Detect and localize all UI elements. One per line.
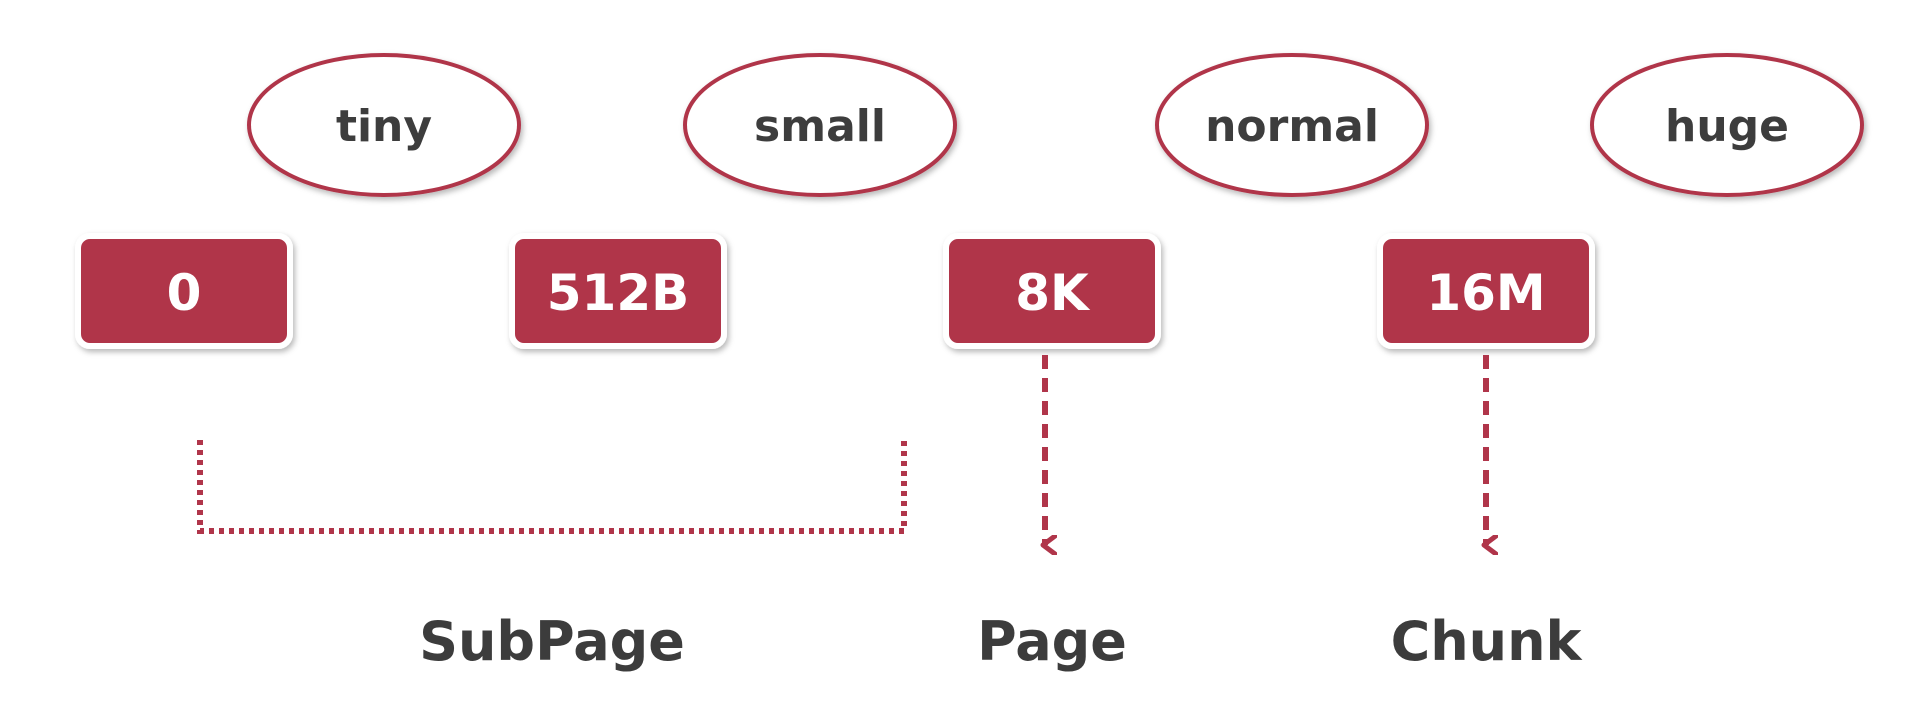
threshold-512b: 512B [509, 233, 727, 349]
category-small-ellipse [683, 53, 957, 197]
threshold-8k-label: 8K [1015, 264, 1091, 322]
threshold-16m: 16M [1377, 233, 1595, 349]
allocator-subpage-label: SubPage [419, 610, 685, 673]
category-normal-label: normal [1205, 101, 1379, 152]
threshold-zero-label: 0 [167, 264, 202, 322]
threshold-8k: 8K [943, 233, 1161, 349]
category-tiny: tiny [247, 53, 521, 197]
category-normal-ellipse [1155, 53, 1429, 197]
category-small-label: small [754, 101, 886, 152]
category-tiny-label: tiny [336, 101, 432, 152]
category-normal: normal [1155, 53, 1429, 197]
category-huge: huge [1590, 53, 1864, 197]
allocator-page-label: Page [977, 610, 1127, 673]
category-huge-ellipse [1590, 53, 1864, 197]
threshold-zero-box [75, 233, 293, 349]
category-huge-label: huge [1665, 101, 1789, 152]
category-small: small [683, 53, 957, 197]
threshold-16m-box [1377, 233, 1595, 349]
threshold-512b-box [509, 233, 727, 349]
threshold-16m-label: 16M [1426, 264, 1545, 322]
threshold-512b-label: 512B [547, 264, 689, 322]
category-tiny-ellipse [247, 53, 521, 197]
subpage-bracket [197, 440, 907, 534]
threshold-zero: 0 [75, 233, 293, 349]
threshold-8k-box [943, 233, 1161, 349]
allocator-chunk-label: Chunk [1391, 610, 1583, 673]
